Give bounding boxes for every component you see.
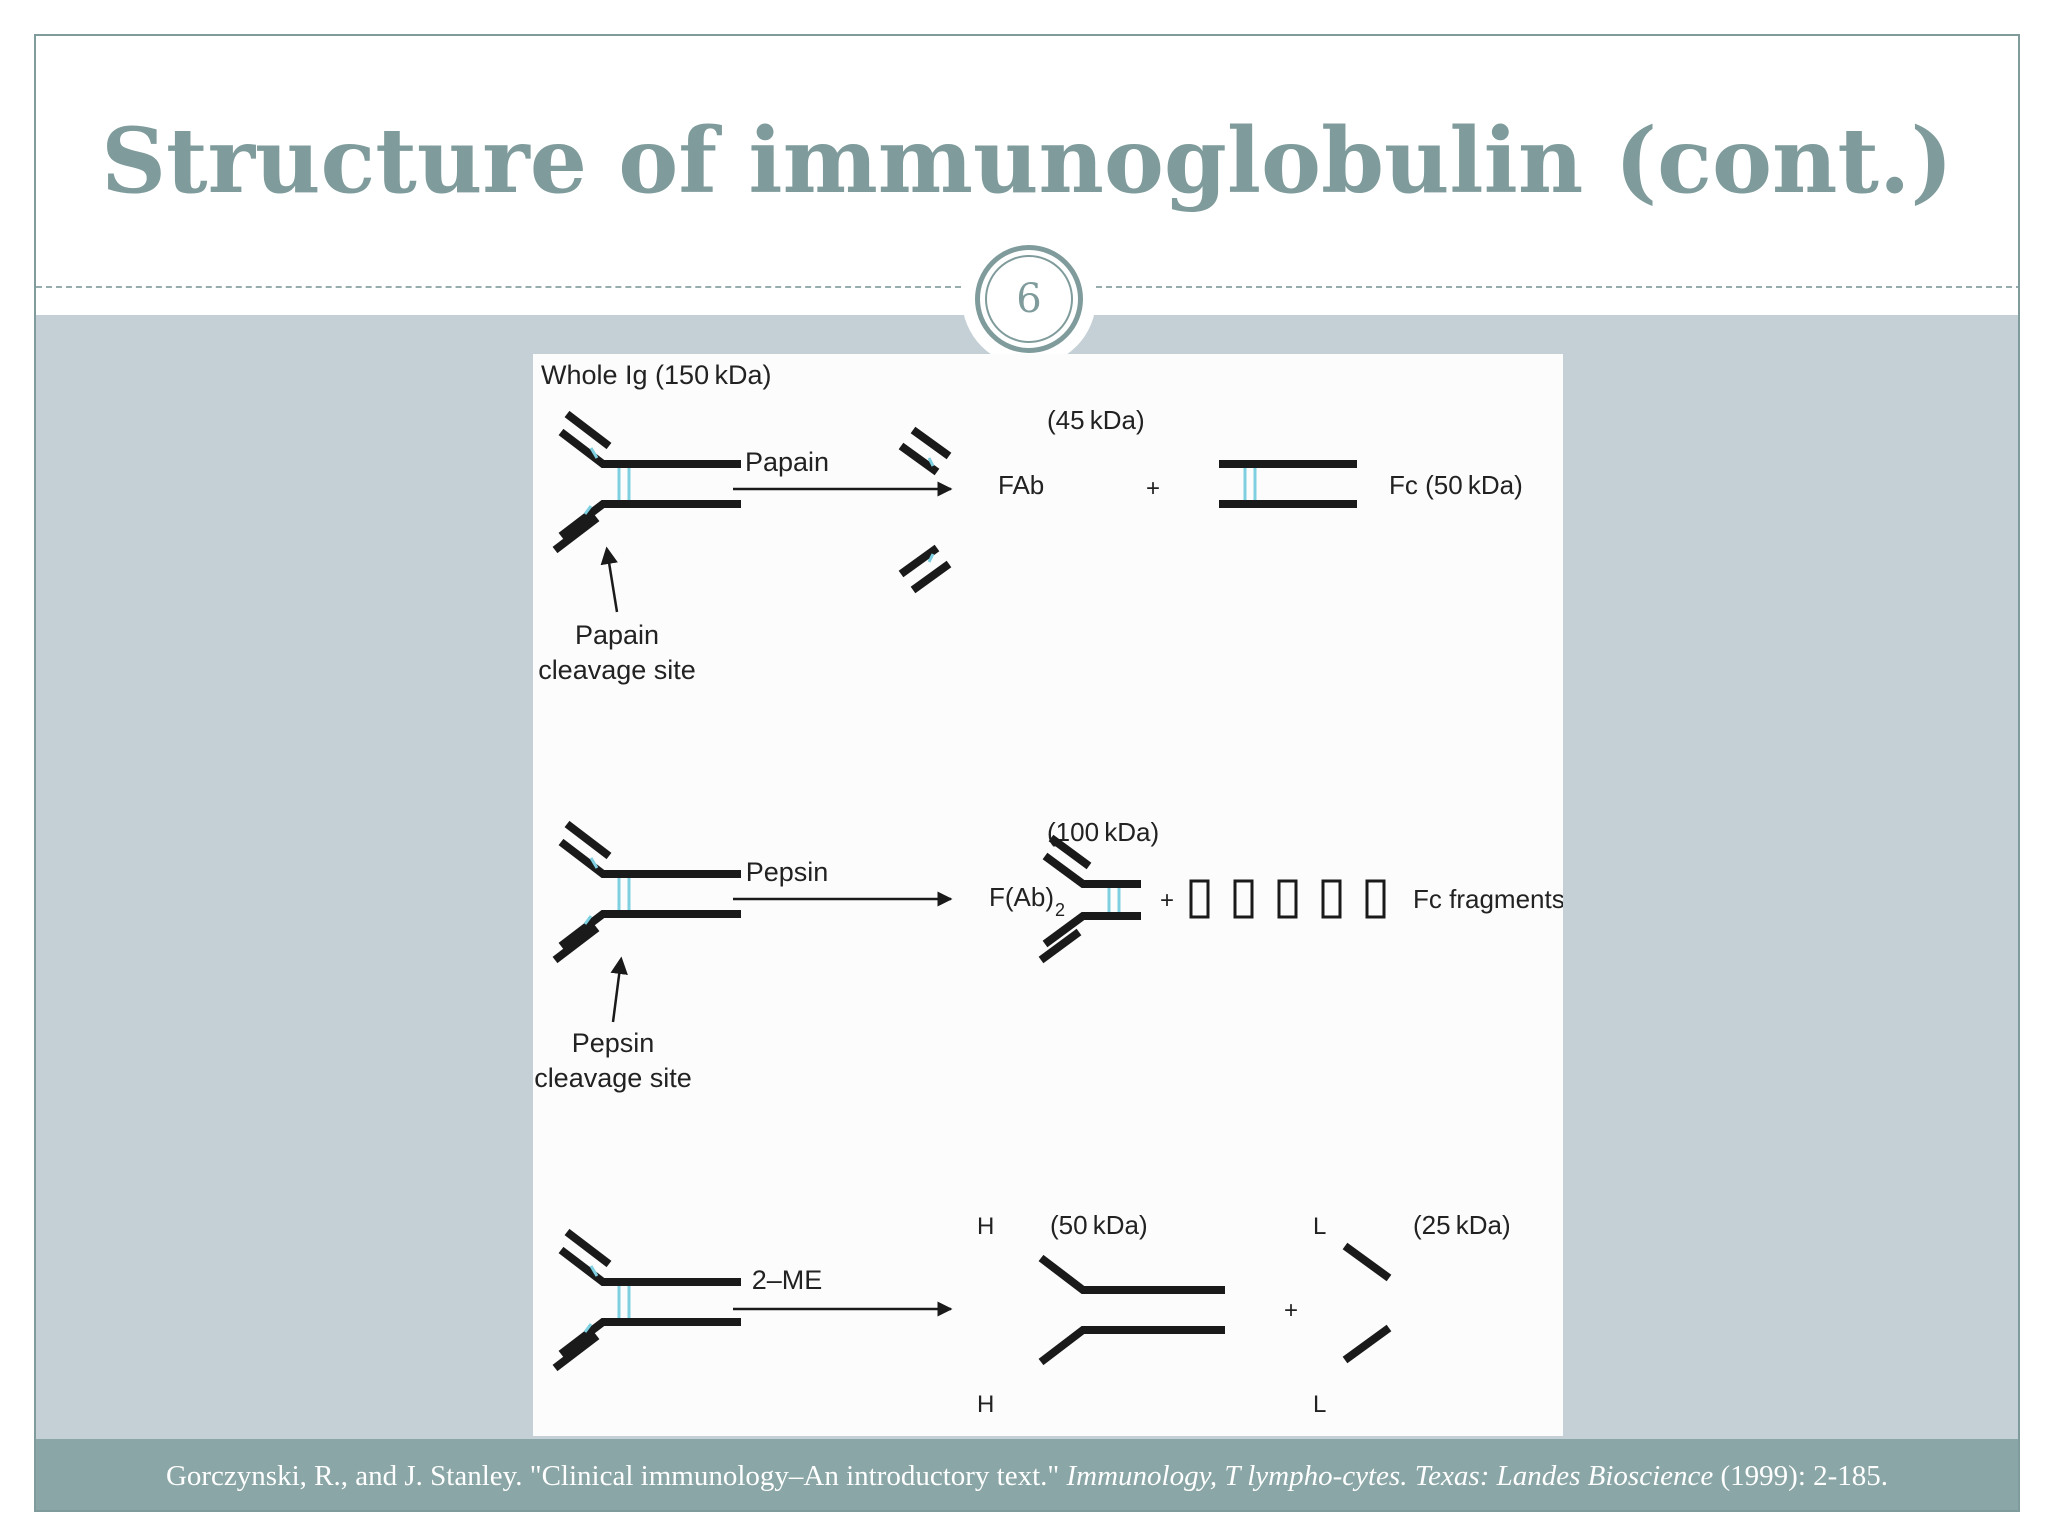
whole-ig-label: Whole Ig (150 kDa): [541, 360, 772, 390]
slide-number-badge: 6: [975, 245, 1083, 353]
fab2-subscript: 2: [1055, 900, 1065, 920]
fc-piece-2: [1233, 879, 1254, 919]
papain-site-label-line2: cleavage site: [538, 655, 696, 685]
fc-label: Fc (50 kDa): [1389, 470, 1523, 500]
citation-footer: Gorczynski, R., and J. Stanley. "Clinica…: [36, 1439, 2018, 1510]
papain-site-pointer: [600, 546, 619, 613]
citation-year: (1999): 2-185.: [1713, 1460, 1889, 1492]
citation-text: Gorczynski, R., and J. Stanley. "Clinica…: [165, 1460, 1067, 1492]
fc-disulfide: [1243, 468, 1257, 500]
fc-fragments-label: Fc fragments: [1413, 884, 1563, 914]
pepsin-plus: +: [1160, 887, 1174, 914]
papain-site-label-line1: Papain: [575, 620, 659, 650]
divider-left: [36, 286, 961, 288]
me-arrow-label: 2–ME: [752, 1265, 823, 1295]
whole-ig-row3: [552, 1228, 741, 1372]
disulfide-bonds-row1: [583, 447, 631, 515]
heavy-chain-mass: (50 kDa): [1050, 1210, 1148, 1240]
pepsin-site-pointer: [610, 956, 628, 1023]
cleavage-diagram: Whole Ig (150 kDa) Papain cleavage site …: [534, 360, 1563, 1418]
fc-piece-1: [1189, 879, 1210, 919]
fab2-label: F(Ab): [989, 882, 1054, 912]
fab2-disulfide: [1107, 888, 1121, 912]
fab-disulfide: [927, 457, 935, 563]
fc-piece-3: [1277, 879, 1298, 919]
fab2-fragment: [1038, 834, 1141, 964]
light-chains: [1342, 1242, 1392, 1364]
pepsin-arrow-label: Pepsin: [746, 857, 829, 887]
papain-arrow-label: Papain: [745, 447, 829, 477]
fab-mass-label: (45 kDa): [1047, 405, 1145, 435]
pepsin-site-label-line2: cleavage site: [534, 1063, 692, 1093]
immunoglobulin-cleavage-figure: Whole Ig (150 kDa) Papain cleavage site …: [533, 354, 1563, 1436]
slide-number: 6: [985, 255, 1073, 343]
papain-plus: +: [1146, 475, 1160, 502]
light-chain-label-top: L: [1313, 1213, 1326, 1240]
fc-fragment: [1219, 460, 1357, 508]
heavy-chain-label-bottom: H: [977, 1391, 994, 1418]
slide-title: Structure of immunoglobulin (cont.): [101, 108, 1953, 214]
light-chain-mass: (25 kDa): [1413, 1210, 1511, 1240]
divider-right: [1096, 286, 2018, 288]
light-chain-label-bottom: L: [1313, 1391, 1326, 1418]
me-plus: +: [1284, 1297, 1298, 1324]
slide: Structure of immunoglobulin (cont.) 6 Wh…: [34, 34, 2020, 1512]
heavy-chains: [1038, 1254, 1225, 1366]
citation-source: Immunology, T lympho-cytes. Texas: Lande…: [1066, 1460, 1714, 1492]
fab2-mass-label: (100 kDa): [1047, 817, 1159, 847]
fab-label: FAb: [998, 470, 1044, 500]
whole-ig-row2: [552, 820, 741, 964]
disulfide-bonds-row3: [583, 1265, 631, 1333]
pepsin-site-label-line1: Pepsin: [572, 1028, 655, 1058]
fc-fragment-pieces: [1189, 879, 1386, 919]
heavy-chain-label-top: H: [977, 1213, 994, 1240]
fc-piece-4: [1321, 879, 1342, 919]
fab-fragments: [898, 426, 952, 594]
fc-piece-5: [1365, 879, 1386, 919]
whole-ig-row1: [552, 410, 741, 554]
disulfide-bonds-row2: [583, 857, 631, 925]
